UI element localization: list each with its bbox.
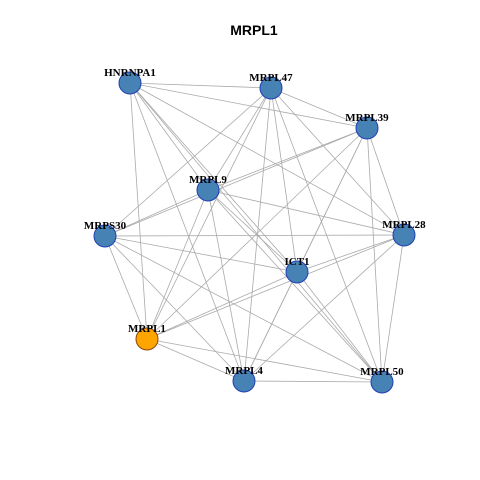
node-mrpl9[interactable]: MRPL9: [189, 174, 227, 202]
edge-mrpl9-ict1: [207, 189, 298, 273]
node-label: ICT1: [284, 256, 309, 268]
node-label: MRPL39: [345, 112, 389, 124]
edge-mrpl28-mrpl4: [243, 234, 405, 382]
edge-mrpl39-mrpl50: [366, 127, 383, 383]
edge-mrpl1-mrpl50: [146, 338, 383, 383]
edge-mrpl4-mrpl50: [243, 380, 383, 383]
edge-ict1-mrpl50: [296, 271, 383, 383]
edge-mrpl47-mrpl1: [146, 87, 272, 340]
edge-ict1-mrpl1: [146, 271, 298, 340]
node-circle[interactable]: [135, 327, 159, 351]
edge-hnrnpa1-mrpl39: [129, 82, 368, 129]
node-mrpl4[interactable]: MRPL4: [225, 365, 263, 393]
edge-mrps30-mrpl28: [104, 234, 405, 237]
edge-mrps30-ict1: [104, 235, 298, 273]
edge-mrpl47-mrps30: [104, 87, 272, 237]
edge-hnrnpa1-mrpl50: [129, 82, 383, 383]
edge-hnrnpa1-mrpl47: [129, 82, 272, 89]
edge-mrpl39-mrpl9: [207, 127, 368, 191]
edge-mrpl28-mrpl1: [146, 234, 405, 340]
edge-mrpl47-mrpl28: [270, 87, 405, 236]
edge-layer: [104, 82, 405, 383]
node-label: MRPL4: [225, 365, 263, 377]
edge-mrpl9-mrpl4: [207, 189, 245, 382]
node-circle[interactable]: [259, 76, 283, 100]
edge-mrpl9-mrpl28: [207, 189, 405, 236]
node-label: MRPL28: [382, 219, 426, 231]
node-circle[interactable]: [93, 224, 117, 248]
node-label: MRPL47: [249, 72, 293, 84]
edge-hnrnpa1-mrpl28: [129, 82, 405, 236]
node-mrpl50[interactable]: MRPL50: [360, 366, 404, 394]
edge-hnrnpa1-mrpl4: [129, 82, 245, 382]
edge-mrpl39-mrpl1: [146, 127, 368, 340]
edge-hnrnpa1-ict1: [129, 82, 298, 273]
node-circle[interactable]: [196, 178, 220, 202]
edge-mrpl28-ict1: [296, 234, 405, 273]
node-mrpl1[interactable]: MRPL1: [128, 323, 166, 351]
node-circle[interactable]: [392, 223, 416, 247]
node-hnrnpa1[interactable]: HNRNPA1: [104, 67, 156, 95]
node-mrpl47[interactable]: MRPL47: [249, 72, 293, 100]
node-circle[interactable]: [285, 260, 309, 284]
node-mrpl28[interactable]: MRPL28: [382, 219, 426, 247]
edge-mrpl9-mrps30: [104, 189, 209, 237]
node-mrps30[interactable]: MRPS30: [84, 220, 127, 248]
node-circle[interactable]: [370, 370, 394, 394]
edge-mrps30-mrpl1: [104, 235, 148, 340]
node-mrpl39[interactable]: MRPL39: [345, 112, 389, 140]
node-label: HNRNPA1: [104, 67, 156, 79]
edge-mrpl28-mrpl50: [381, 234, 405, 383]
edge-mrpl9-mrpl1: [146, 189, 209, 340]
node-ict1[interactable]: ICT1: [284, 256, 310, 284]
edge-mrpl47-mrpl39: [270, 87, 368, 129]
edge-hnrnpa1-mrpl9: [129, 82, 209, 191]
edge-ict1-mrpl4: [243, 271, 298, 382]
edge-hnrnpa1-mrpl1: [129, 82, 148, 340]
node-label: MRPL50: [360, 366, 404, 378]
node-label: MRPL9: [189, 174, 227, 186]
node-circle[interactable]: [355, 116, 379, 140]
edge-mrpl47-ict1: [270, 87, 298, 273]
diagram-title: MRPL1: [230, 22, 278, 38]
edge-mrps30-mrpl4: [104, 235, 245, 382]
edge-mrpl1-mrpl4: [146, 338, 245, 382]
node-circle[interactable]: [118, 71, 142, 95]
node-label: MRPS30: [84, 220, 127, 232]
edge-mrpl9-mrpl50: [207, 189, 383, 383]
edge-mrpl47-mrpl9: [207, 87, 272, 191]
edge-mrpl47-mrpl4: [243, 87, 272, 382]
edge-mrps30-mrpl50: [104, 235, 383, 383]
edge-mrpl39-mrps30: [104, 127, 368, 237]
node-label: MRPL1: [128, 323, 166, 335]
node-circle[interactable]: [232, 369, 256, 393]
edge-mrpl39-mrpl28: [366, 127, 405, 236]
